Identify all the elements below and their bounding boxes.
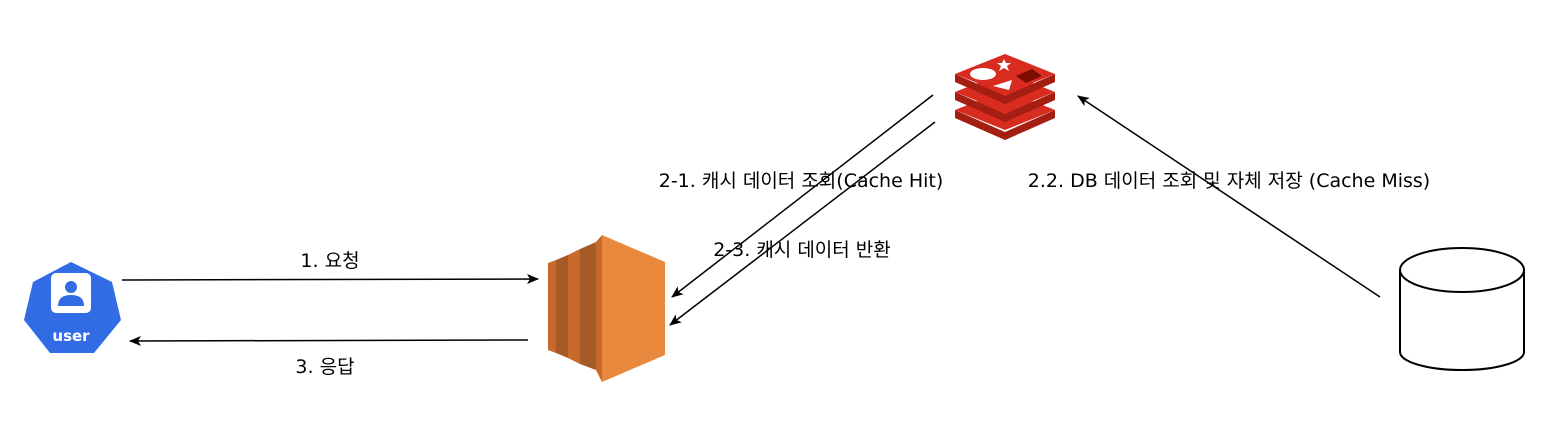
edge-response: 3. 응답 [129, 335, 529, 378]
ec2-server-icon [548, 235, 665, 382]
edge-cache-return: 2-3. 캐시 데이터 반환 [669, 121, 936, 326]
edge-label-cache-miss: 2.2. DB 데이터 조회 및 자체 저장 (Cache Miss) [1028, 170, 1430, 192]
database-node[interactable] [1399, 247, 1525, 371]
edge-request: 1. 요청 [121, 250, 539, 285]
user-label: user [52, 327, 90, 345]
edge-label-cache-return: 2-3. 캐시 데이터 반환 [713, 239, 891, 261]
server-node[interactable] [548, 235, 665, 382]
user-node[interactable]: user [24, 262, 121, 353]
database-cylinder-icon [1399, 247, 1525, 371]
edge-label-request: 1. 요청 [300, 250, 359, 272]
redis-icon [955, 54, 1055, 140]
edge-label-cache-hit: 2-1. 캐시 데이터 조회(Cache Hit) [659, 170, 944, 192]
edge-cache-miss: 2.2. DB 데이터 조회 및 자체 저장 (Cache Miss) [1028, 95, 1430, 298]
cache-node[interactable] [955, 54, 1055, 140]
edge-cache-hit: 2-1. 캐시 데이터 조회(Cache Hit) [659, 94, 944, 298]
edge-label-response: 3. 응답 [295, 356, 354, 378]
